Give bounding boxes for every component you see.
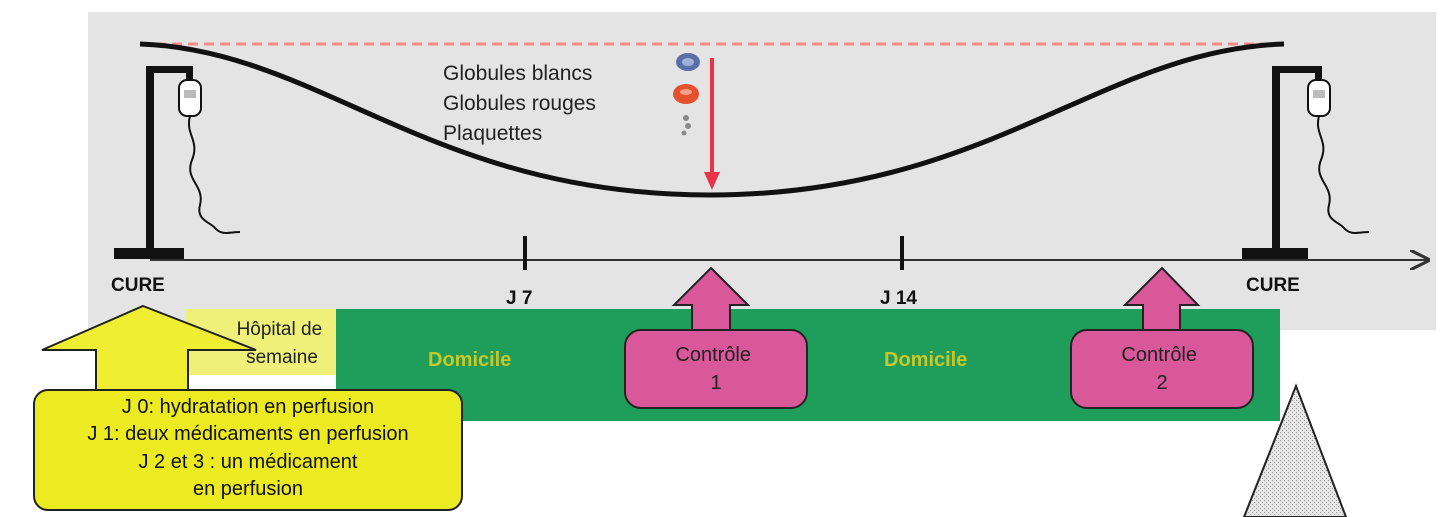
white-blood-cell-icon [676, 53, 700, 71]
home-label-1: Domicile [428, 349, 511, 371]
next-cure-pointer [1242, 383, 1348, 517]
legend-red-cells: Globules rouges [443, 92, 596, 115]
treatment-line-1: J 0: hydratation en perfusion [122, 396, 374, 418]
control-1-label: Contrôle 1 [675, 344, 756, 394]
control-2-label: Contrôle 2 [1121, 344, 1202, 394]
platelet-icon [681, 115, 691, 136]
cure-end-label: CURE [1246, 275, 1300, 296]
legend-platelets: Plaquettes [443, 122, 542, 145]
hospital-label-line2: semaine [246, 347, 318, 368]
legend-white-cells: Globules blancs [443, 62, 592, 85]
treatment-line-2: J 1: deux médicaments en perfusion [87, 423, 408, 445]
control-1-line1: Contrôle [675, 344, 751, 366]
diagram-panel [88, 12, 1436, 330]
tick-label-j14: J 14 [880, 288, 917, 309]
home-label-2: Domicile [884, 349, 967, 371]
treatment-schedule-box [33, 389, 463, 511]
control-2-line2: 2 [1156, 372, 1167, 394]
control-2-box [1070, 329, 1254, 409]
treatment-line-3: J 2 et 3 : un médicament [138, 451, 357, 473]
blood-count-curve [139, 41, 1285, 198]
red-blood-cell-icon [673, 84, 699, 104]
hospital-label: Hôpital de semaine [237, 319, 328, 368]
tick-label-j7: J 7 [506, 288, 532, 309]
hospital-label-line1: Hôpital de [237, 319, 323, 340]
iv-drip-stand-icon [1242, 66, 1370, 259]
iv-drip-stand-icon [114, 66, 241, 259]
control-1-line2: 1 [710, 372, 721, 394]
cure-start-label: CURE [111, 275, 165, 296]
treatment-line-4: en perfusion [193, 478, 303, 500]
decrease-arrow-icon [704, 58, 720, 190]
control-1-box [624, 329, 808, 409]
control-2-line1: Contrôle [1121, 344, 1197, 366]
